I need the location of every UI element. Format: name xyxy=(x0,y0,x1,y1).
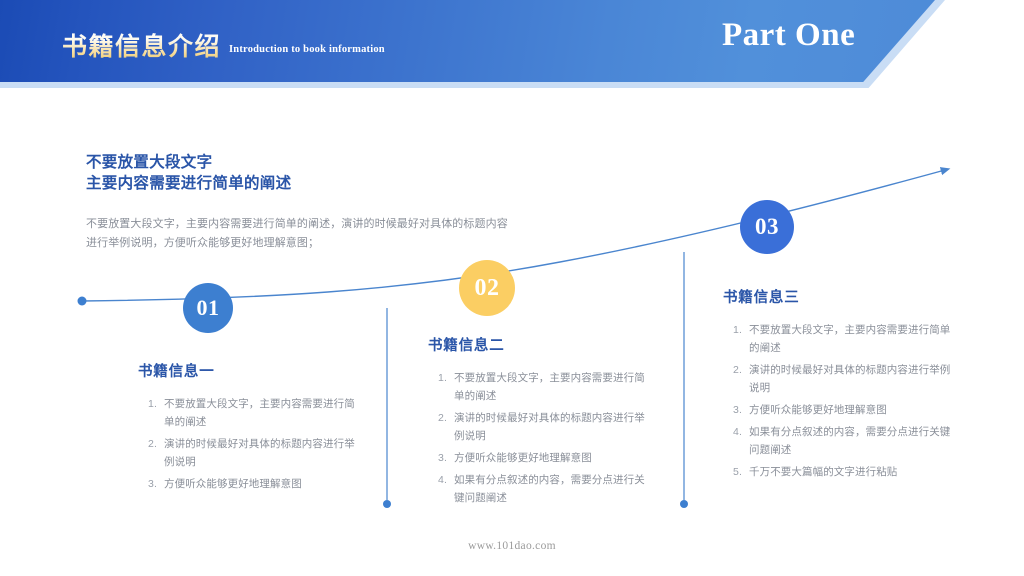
list-item: 千万不要大篇幅的文字进行粘贴 xyxy=(745,463,955,481)
column-title-2: 书籍信息二 xyxy=(428,338,505,354)
page-subtitle: Introduction to book information xyxy=(229,44,385,55)
content-column-1: 书籍信息一 不要放置大段文字，主要内容需要进行简单的阐述 演讲的时候最好对具体的… xyxy=(138,360,363,497)
list-item: 方便听众能够更好地理解意图 xyxy=(160,475,363,493)
intro-block: 不要放置大段文字 主要内容需要进行简单的阐述 不要放置大段文字，主要内容需要进行… xyxy=(86,152,516,253)
list-item: 方便听众能够更好地理解意图 xyxy=(745,401,955,419)
list-item: 演讲的时候最好对具体的标题内容进行举例说明 xyxy=(160,435,363,471)
footer-url: www.101dao.com xyxy=(468,540,556,552)
column-list-2: 不要放置大段文字，主要内容需要进行简单的阐述 演讲的时候最好对具体的标题内容进行… xyxy=(428,369,650,507)
list-item: 方便听众能够更好地理解意图 xyxy=(450,449,650,467)
marker-circle-03[interactable]: 03 xyxy=(740,200,794,254)
content-column-3: 书籍信息三 不要放置大段文字，主要内容需要进行简单的阐述 演讲的时候最好对具体的… xyxy=(723,286,955,485)
list-item: 不要放置大段文字，主要内容需要进行简单的阐述 xyxy=(745,321,955,357)
list-item: 不要放置大段文字，主要内容需要进行简单的阐述 xyxy=(160,395,363,431)
list-item: 演讲的时候最好对具体的标题内容进行举例说明 xyxy=(745,361,955,397)
list-item: 如果有分点叙述的内容，需要分点进行关键问题阐述 xyxy=(450,471,650,507)
header-banner-shape xyxy=(0,0,935,82)
column-title-3: 书籍信息三 xyxy=(723,290,800,306)
intro-heading-line-2: 主要内容需要进行简单的阐述 xyxy=(86,174,292,192)
column-title-1: 书籍信息一 xyxy=(138,364,215,380)
column-list-1: 不要放置大段文字，主要内容需要进行简单的阐述 演讲的时候最好对具体的标题内容进行… xyxy=(138,395,363,493)
slide-header: 书籍信息介绍 Introduction to book information … xyxy=(0,0,1024,92)
list-item: 如果有分点叙述的内容，需要分点进行关键问题阐述 xyxy=(745,423,955,459)
intro-heading: 不要放置大段文字 主要内容需要进行简单的阐述 xyxy=(86,152,516,194)
page-title: 书籍信息介绍 xyxy=(62,27,221,63)
intro-paragraph: 不要放置大段文字，主要内容需要进行简单的阐述，演讲的时候最好对具体的标题内容进行… xyxy=(86,218,508,249)
marker-circle-01[interactable]: 01 xyxy=(183,283,233,333)
curve-start-dot xyxy=(77,296,87,306)
intro-heading-line-1: 不要放置大段文字 xyxy=(86,153,213,171)
content-column-2: 书籍信息二 不要放置大段文字，主要内容需要进行简单的阐述 演讲的时候最好对具体的… xyxy=(428,334,650,511)
part-label: Part One xyxy=(722,17,856,53)
drop-dot-2 xyxy=(383,500,391,508)
drop-dot-3 xyxy=(680,500,688,508)
marker-circle-02[interactable]: 02 xyxy=(459,260,515,316)
list-item: 演讲的时候最好对具体的标题内容进行举例说明 xyxy=(450,409,650,445)
list-item: 不要放置大段文字，主要内容需要进行简单的阐述 xyxy=(450,369,650,405)
column-list-3: 不要放置大段文字，主要内容需要进行简单的阐述 演讲的时候最好对具体的标题内容进行… xyxy=(723,321,955,481)
